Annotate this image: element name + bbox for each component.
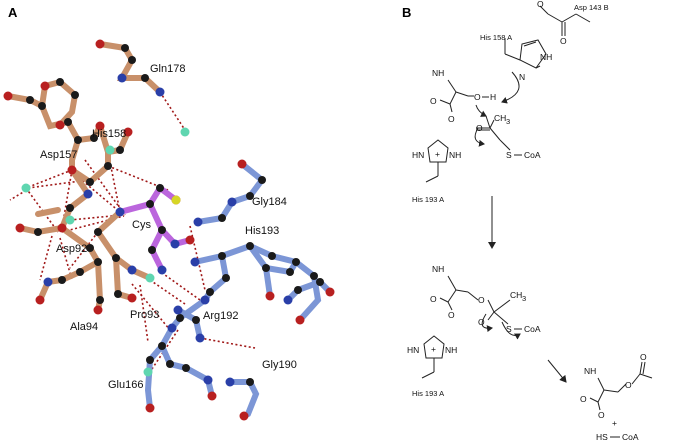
water-molecules: [21, 127, 190, 377]
residue-label-asp92: Asp92: [56, 243, 87, 255]
residue-label-asp157: Asp157: [40, 149, 77, 161]
his158a-n: N: [519, 72, 525, 82]
product-o-down: O: [598, 410, 605, 420]
reaction-arrow-diagonal: [547, 359, 567, 383]
acetyl-o-top: O: [476, 123, 483, 133]
acetyl-coa-top-label: CoA: [524, 150, 541, 160]
hs-label: HS: [596, 432, 608, 442]
asp143b-group: [539, 5, 591, 36]
plus-sign: +: [612, 418, 617, 428]
residue-label-his193: His193: [245, 225, 279, 237]
serine-nh2: NH: [432, 68, 444, 78]
residue-label-gly184: Gly184: [252, 196, 287, 208]
his193a-bottom-nh: NH: [445, 345, 457, 355]
acetyl-s-top: S: [506, 150, 512, 160]
ti-o-bridge: O: [478, 295, 485, 305]
residue-label-arg192: Arg192: [203, 310, 238, 322]
product-nh2: NH: [584, 366, 596, 376]
his193a-bottom-label: His 193 A: [412, 389, 444, 398]
sulfur-atom: [171, 195, 181, 205]
nitrogen-atoms: [43, 73, 293, 387]
his158a-label: His 158 A: [480, 33, 512, 42]
ti-ch3-sub: 3: [522, 294, 526, 303]
hs-coa-label: CoA: [622, 432, 639, 442]
product-o-ester: O: [625, 380, 632, 390]
his193a-top-plus: +: [435, 149, 440, 159]
acetyl-ch3-sub-top: 3: [506, 117, 510, 126]
residue-label-gln178: Gln178: [150, 63, 185, 75]
product-o-left: O: [580, 394, 587, 404]
asp143b-o-top: O: [537, 0, 544, 9]
asp143b-o-bottom: O: [560, 36, 567, 46]
his158a-nh: NH: [540, 52, 552, 62]
his193a-top-label: His 193 A: [412, 195, 444, 204]
his158a-ring: [504, 38, 547, 69]
panel-b-mechanism: O O Asp 143 B His 158 A N NH NH O O O H: [407, 0, 653, 442]
product-o-carbonyl: O: [640, 352, 647, 362]
panel-a-structure: Gln178 His158 Asp157 Gly184 Cys Asp92 Hi…: [3, 39, 335, 421]
acetyl-ch3-top: CH: [494, 113, 506, 123]
his193a-bottom-plus: +: [431, 344, 436, 354]
chain-a-sticks: [5, 41, 163, 313]
residue-label-ala94: Ala94: [70, 321, 98, 333]
residue-label-pro93: Pro93: [130, 309, 159, 321]
his193a-top-ring: [425, 139, 449, 183]
ti-o-left: O: [430, 294, 437, 304]
serine-o-down: O: [448, 114, 455, 124]
ti-nh2: NH: [432, 264, 444, 274]
his193a-top-hn: HN: [412, 150, 424, 160]
residue-label-cys: Cys: [132, 219, 151, 231]
his193a-top-nh: NH: [449, 150, 461, 160]
residue-label-gly190: Gly190: [262, 359, 297, 371]
panel-a-label: A: [8, 5, 18, 20]
ti-ch3: CH: [510, 290, 522, 300]
serine-oh-h: H: [490, 92, 496, 102]
asp143b-label: Asp 143 B: [574, 3, 609, 12]
residue-label-his158: His158: [92, 128, 126, 140]
ti-s: S: [506, 324, 512, 334]
acetyl-coa-top: [476, 115, 511, 151]
residue-label-glu166: Glu166: [108, 379, 143, 391]
ti-o-down: O: [448, 310, 455, 320]
o-acetylserine-product: [589, 361, 653, 411]
serine-substrate: [439, 79, 474, 113]
ti-coa: CoA: [524, 324, 541, 334]
serine-oh-o: O: [474, 92, 481, 102]
panel-b-label: B: [402, 5, 411, 20]
serine-o-left: O: [430, 96, 437, 106]
ti-o-minus: O: [478, 317, 485, 327]
tetrahedral-intermediate: [439, 275, 511, 325]
carbon-atoms: [26, 44, 324, 386]
his193a-bottom-ring: [421, 335, 445, 379]
his193a-bottom-hn: HN: [407, 345, 419, 355]
